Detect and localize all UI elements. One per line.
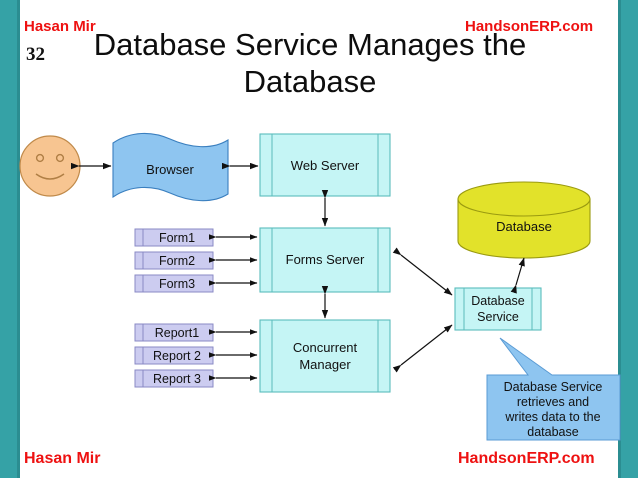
arrow-concurrentmanager-databaseservice bbox=[392, 324, 453, 373]
callout-line-4: database bbox=[527, 425, 578, 439]
left-border-bar bbox=[0, 0, 20, 478]
report-box-1[interactable]: Report1 bbox=[134, 323, 214, 342]
database-service-label-line1: Database bbox=[471, 294, 525, 308]
callout-bubble: Database Service retrieves and writes da… bbox=[486, 337, 621, 441]
user-smiley-icon bbox=[19, 135, 81, 197]
report-box-2-label: Report 2 bbox=[153, 349, 201, 363]
database-service-label-line2: Service bbox=[477, 310, 519, 324]
watermark-top-left: Hasan Mir bbox=[24, 18, 96, 35]
concurrent-manager-shape[interactable]: Concurrent Manager bbox=[259, 319, 391, 393]
report-box-3-label: Report 3 bbox=[153, 372, 201, 386]
forms-server-shape[interactable]: Forms Server bbox=[259, 227, 391, 293]
left-border-inner-line bbox=[17, 0, 20, 478]
browser-label: Browser bbox=[146, 162, 194, 177]
watermark-top-right: HandsonERP.com bbox=[465, 18, 594, 35]
web-server-label: Web Server bbox=[291, 158, 360, 173]
browser-shape[interactable]: Browser bbox=[112, 132, 229, 202]
watermark-bottom-right: HandsonERP.com bbox=[458, 450, 595, 467]
form-box-3[interactable]: Form3 bbox=[134, 274, 214, 293]
callout-line-1: Database Service bbox=[504, 380, 603, 394]
database-service-shape[interactable]: Database Service bbox=[454, 287, 542, 331]
concurrent-manager-label-line2: Manager bbox=[299, 357, 351, 372]
arrow-databaseservice-database bbox=[510, 257, 525, 294]
form-box-2-label: Form2 bbox=[159, 254, 195, 268]
form-box-2[interactable]: Form2 bbox=[134, 251, 214, 270]
report-box-3[interactable]: Report 3 bbox=[134, 369, 214, 388]
form-box-1-label: Form1 bbox=[159, 231, 195, 245]
concurrent-manager-label-line1: Concurrent bbox=[293, 340, 358, 355]
report-box-2[interactable]: Report 2 bbox=[134, 346, 214, 365]
right-border-inner-line bbox=[618, 0, 621, 478]
slide-title-line1: Database Service Manages the bbox=[93, 27, 527, 62]
callout-line-2: retrieves and bbox=[517, 395, 589, 409]
page-number: 32 bbox=[26, 44, 45, 65]
slide-title-line2: Database bbox=[243, 64, 377, 99]
database-cylinder-shape[interactable]: Database bbox=[457, 181, 591, 259]
connector-arrows bbox=[71, 162, 525, 381]
right-border-bar bbox=[618, 0, 638, 478]
report-box-1-label: Report1 bbox=[155, 326, 200, 340]
web-server-shape[interactable]: Web Server bbox=[259, 133, 391, 197]
callout-line-3: writes data to the bbox=[504, 410, 600, 424]
form-box-1[interactable]: Form1 bbox=[134, 228, 214, 247]
form-box-3-label: Form3 bbox=[159, 277, 195, 291]
database-label: Database bbox=[496, 219, 552, 234]
arrow-formsserver-databaseservice bbox=[392, 247, 453, 296]
forms-server-label: Forms Server bbox=[286, 252, 365, 267]
watermark-bottom-left: Hasan Mir bbox=[24, 450, 101, 467]
slide-title: Database Service Manages the Database bbox=[60, 26, 560, 100]
